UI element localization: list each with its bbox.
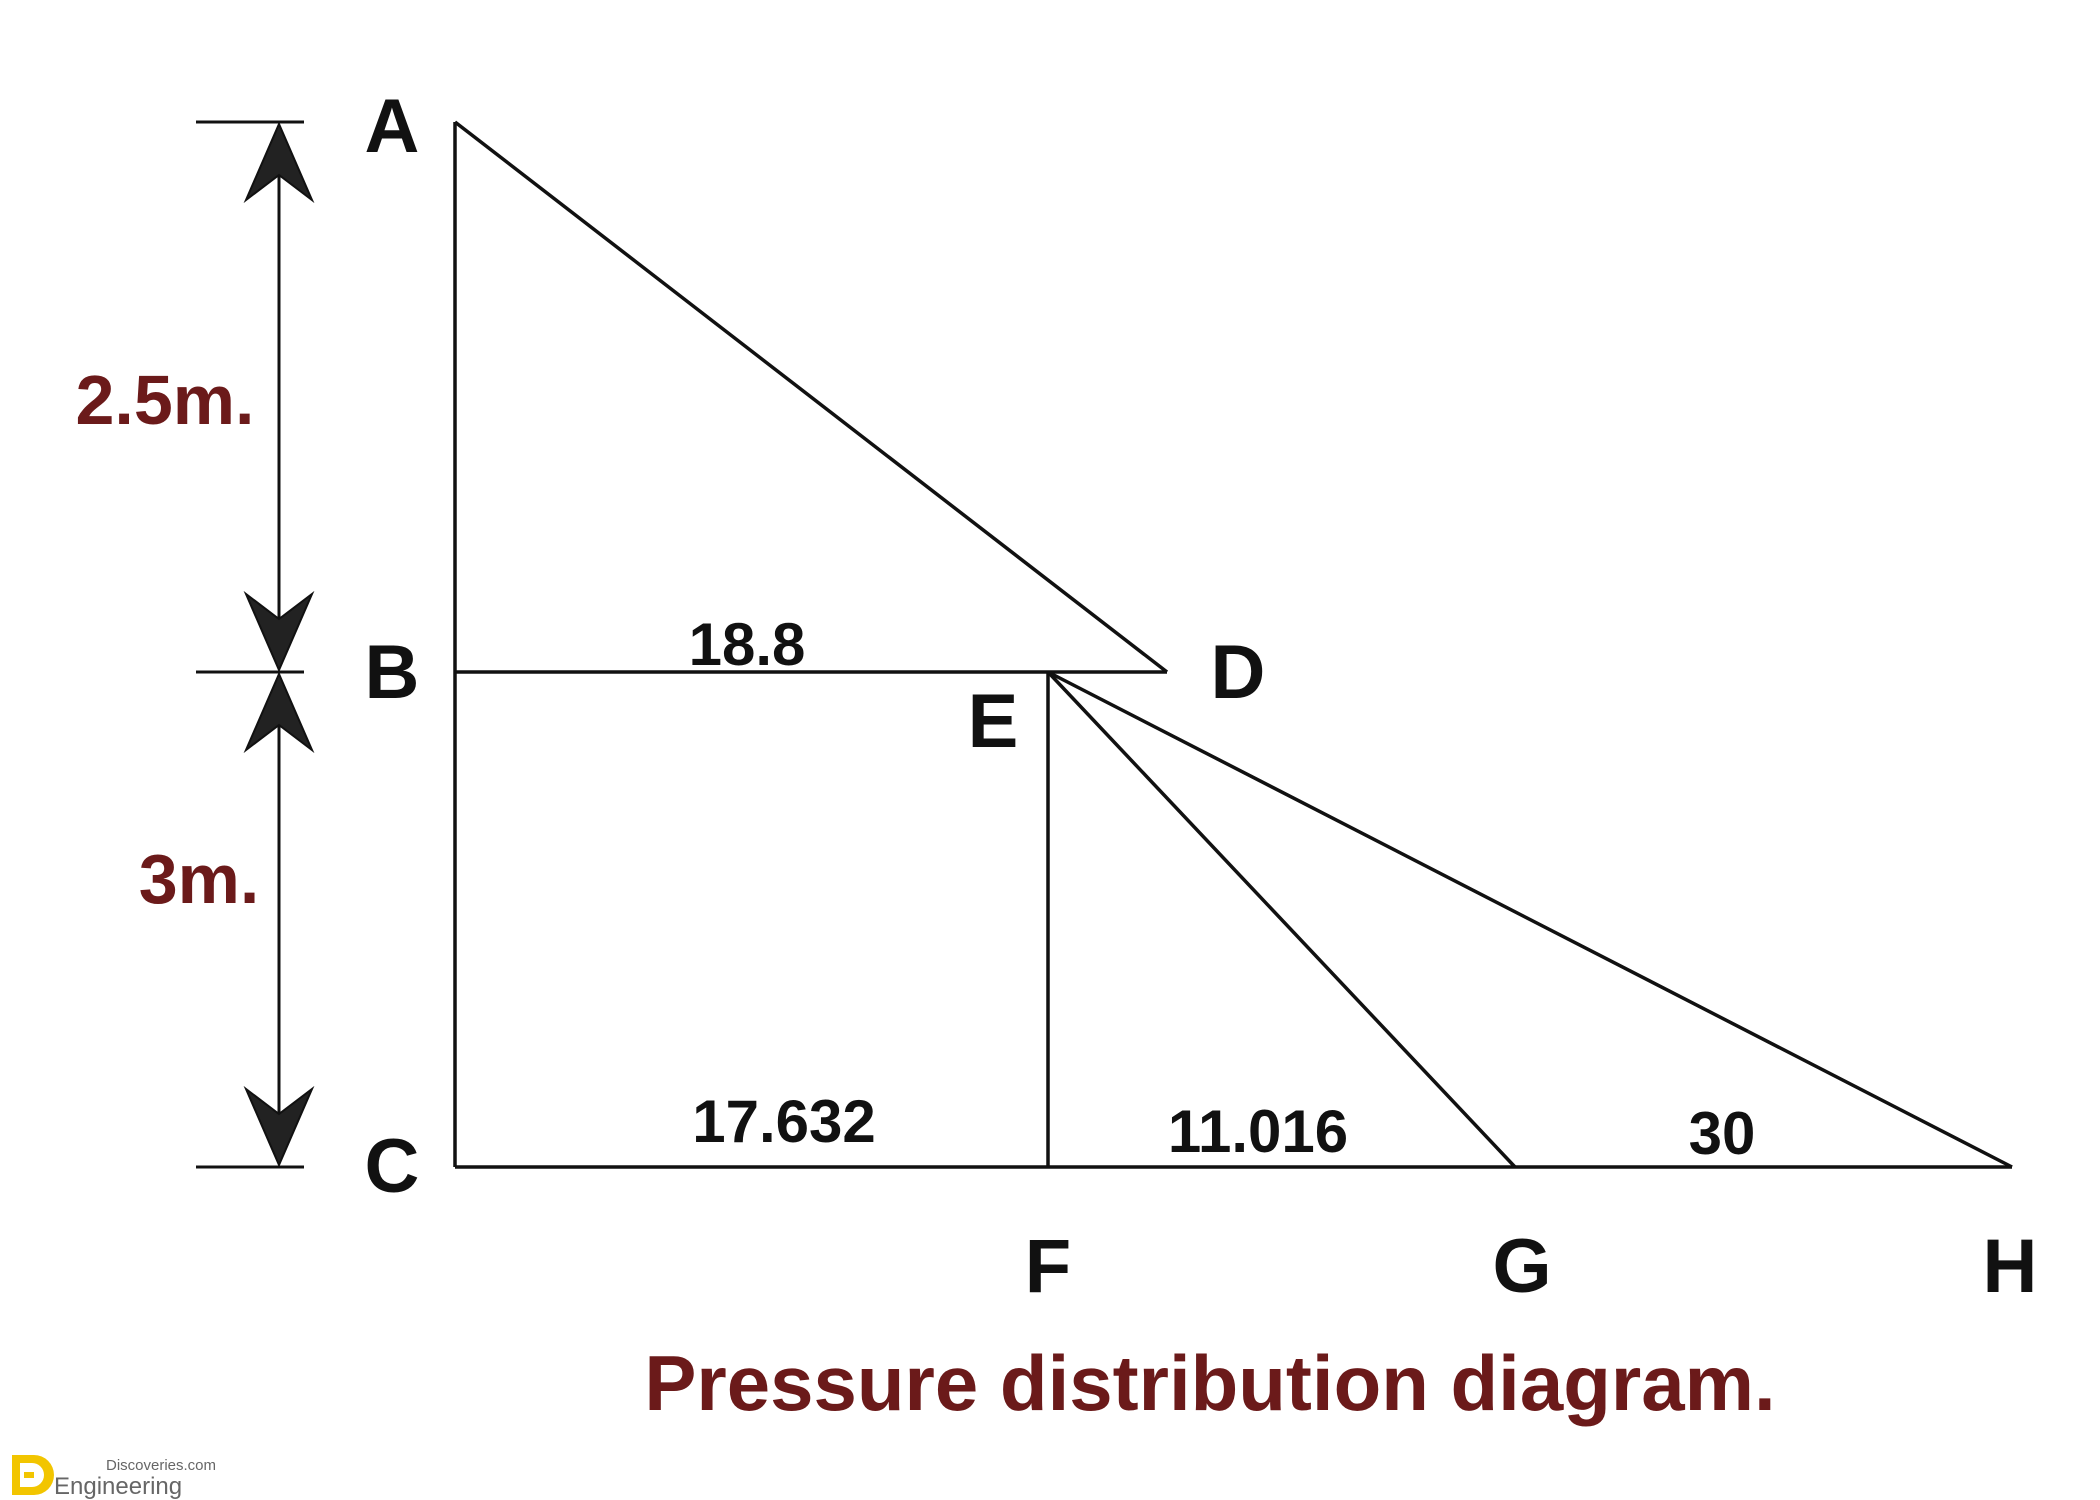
point-label-a: A xyxy=(365,84,420,169)
arrow-up-icon xyxy=(243,671,315,754)
arrow-down-icon xyxy=(243,1085,315,1168)
point-label-h: H xyxy=(1983,1224,2038,1309)
watermark: Discoveries.com Engineering xyxy=(12,1455,216,1500)
line-eh xyxy=(1047,670,2013,1169)
point-label-c: C xyxy=(365,1124,420,1209)
watermark-brand-text: Engineering xyxy=(54,1473,182,1500)
line-ad xyxy=(453,120,1169,674)
arrow-down-icon xyxy=(243,590,315,673)
value-label-bd: 18.8 xyxy=(689,611,806,678)
value-label-gh: 30 xyxy=(1689,1100,1756,1167)
engineering-discoveries-logo-icon xyxy=(12,1455,54,1495)
diagram-caption: Pressure distribution diagram. xyxy=(644,1339,1775,1427)
point-label-d: D xyxy=(1211,630,1266,715)
arrow-up-icon xyxy=(243,121,315,204)
dimension-label-bc: 3m. xyxy=(139,840,260,918)
line-eg xyxy=(1046,670,1517,1169)
watermark-small-text: Discoveries.com xyxy=(106,1457,216,1474)
value-label-fg: 11.016 xyxy=(1168,1098,1348,1165)
value-label-cf: 17.632 xyxy=(692,1088,876,1155)
point-label-b: B xyxy=(365,630,420,715)
point-label-g: G xyxy=(1492,1224,1551,1309)
point-label-f: F xyxy=(1025,1224,1071,1309)
point-label-e: E xyxy=(968,679,1019,764)
dimension-label-ab: 2.5m. xyxy=(76,361,255,439)
